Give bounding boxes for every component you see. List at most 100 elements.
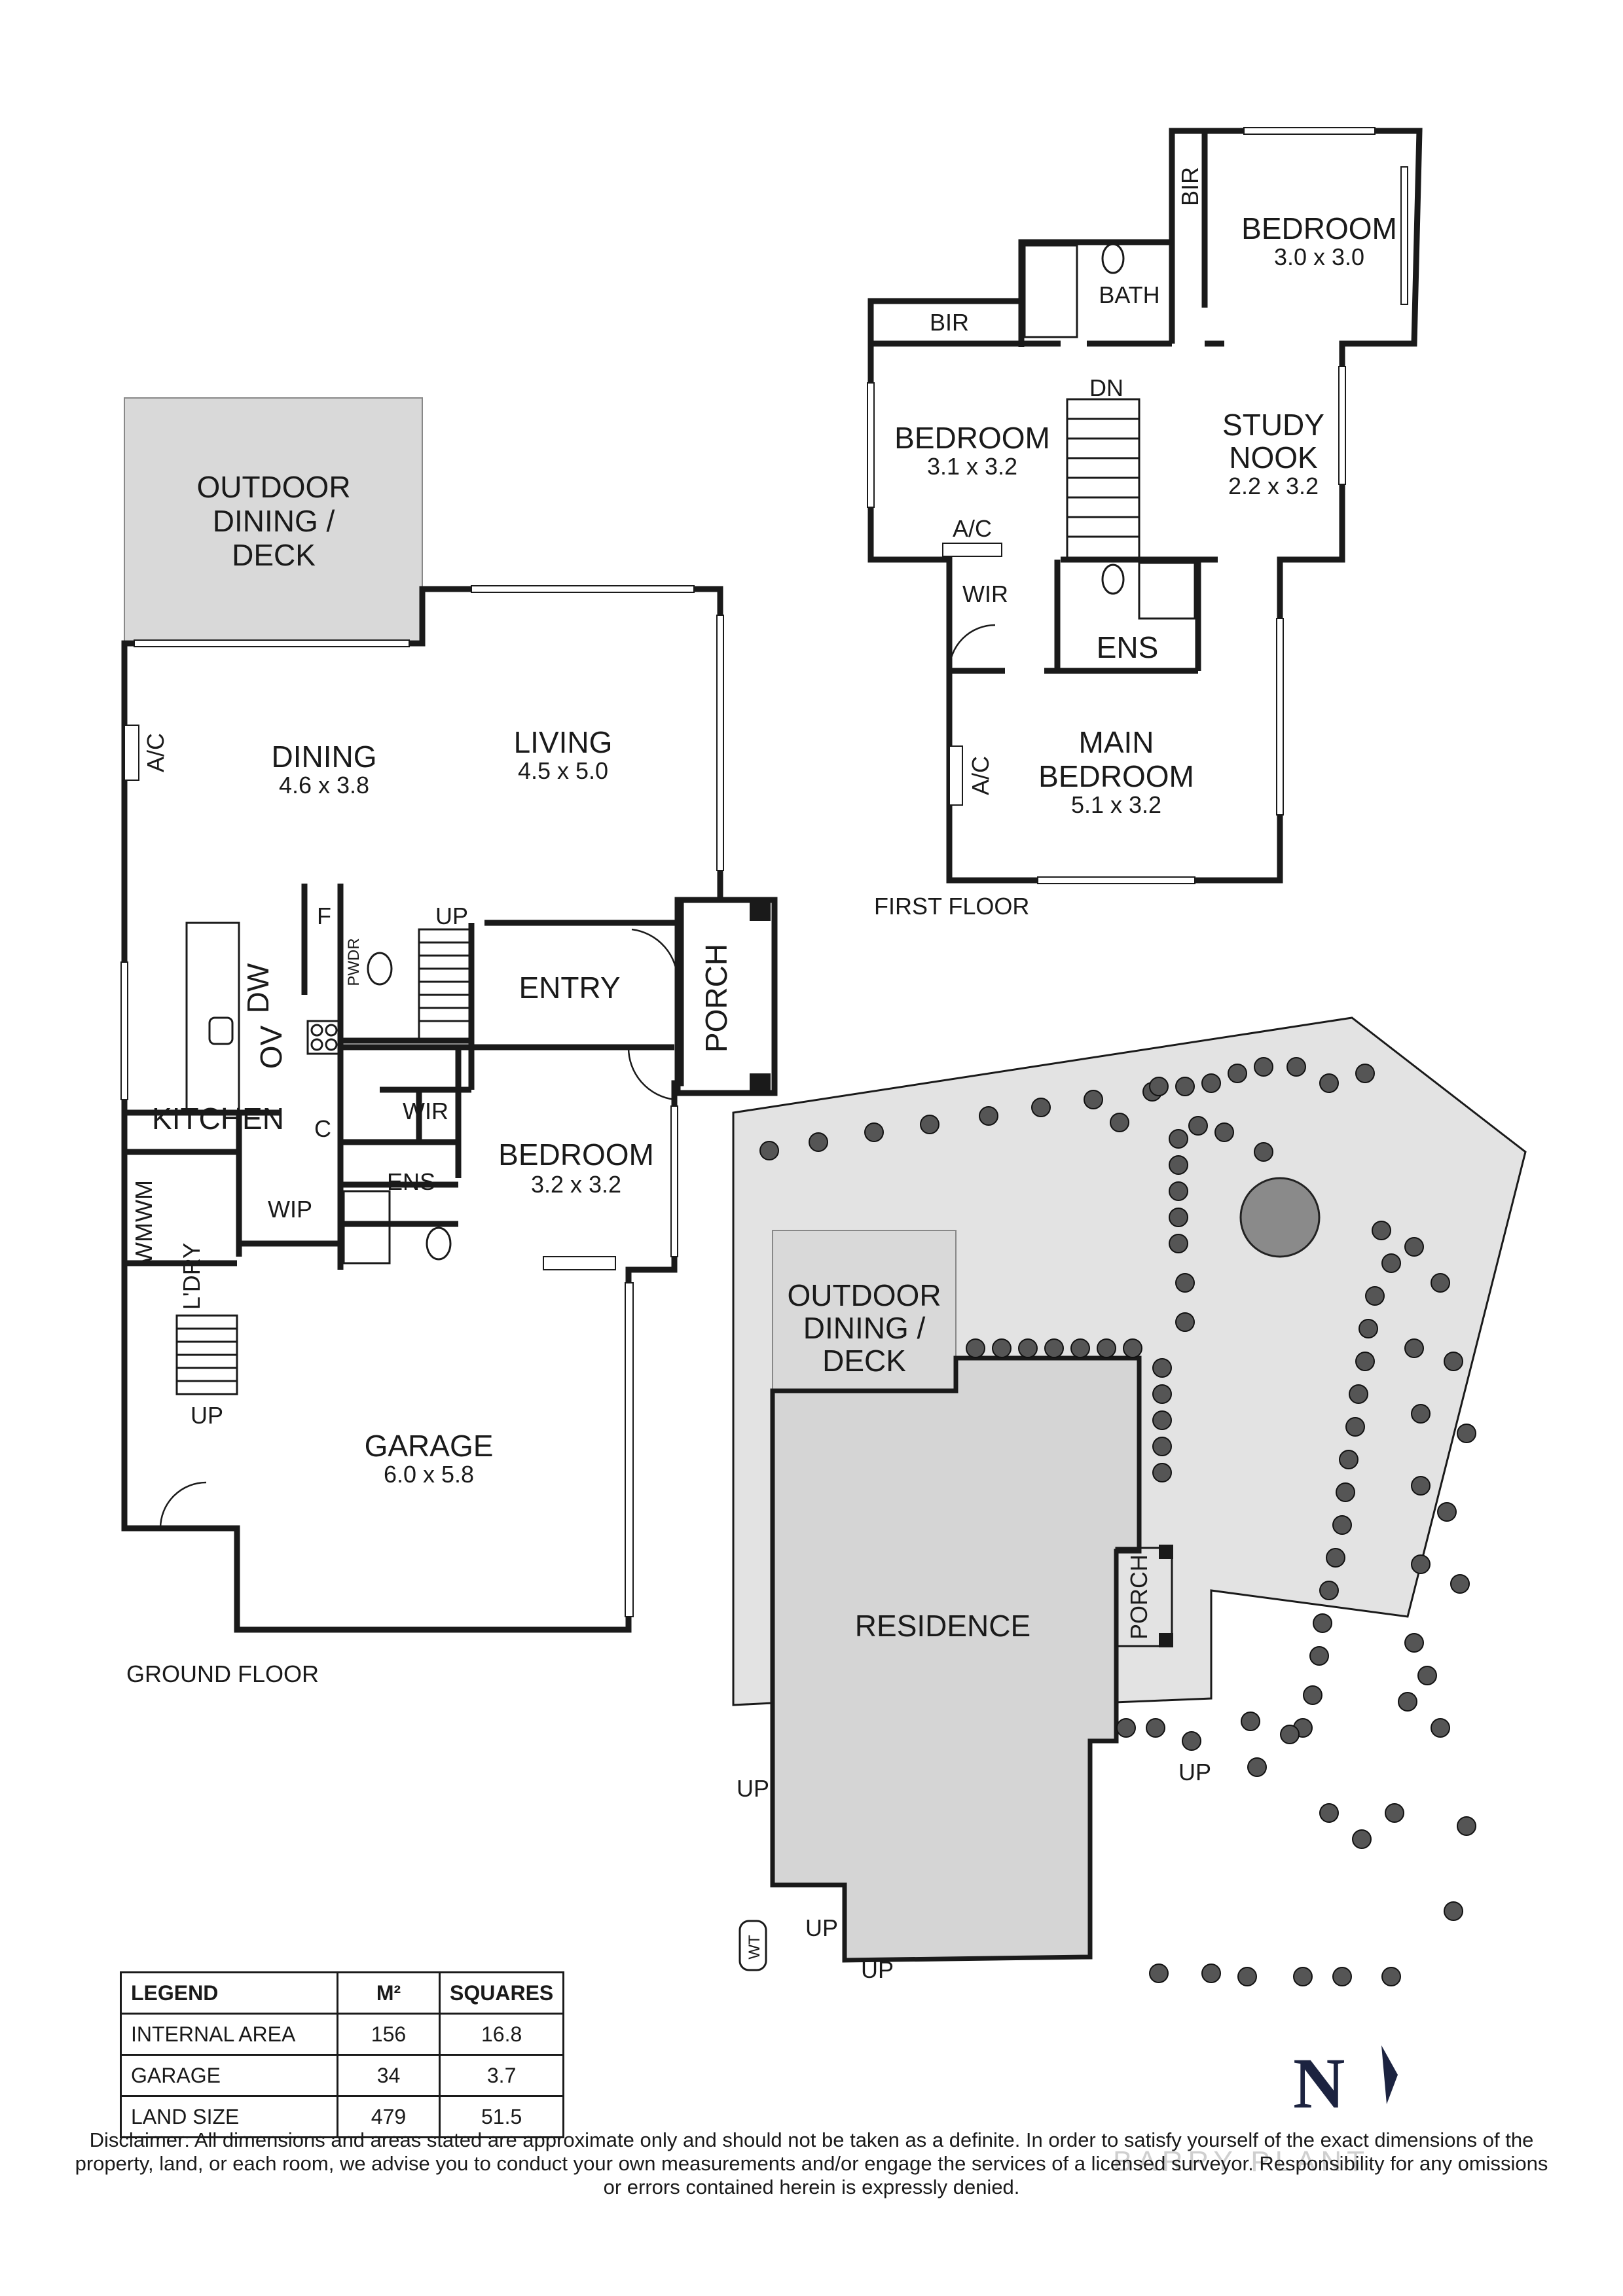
legend-table: LEGEND M² SQUARES INTERNAL AREA 156 16.8…: [120, 1971, 565, 2138]
ground-stairs: [418, 928, 473, 1042]
legend-row: GARAGE 34 3.7: [120, 2054, 565, 2097]
shrub-icon: [1175, 1077, 1195, 1096]
legend-row-m2: 34: [337, 2054, 441, 2097]
cooktop-burner: [310, 1024, 323, 1037]
shrub-icon: [1152, 1463, 1172, 1482]
ff-bir-label: BIR: [930, 309, 969, 336]
ground-ac-unit-left: [124, 725, 139, 781]
shrub-icon: [1398, 1692, 1417, 1712]
ground-shower: [342, 1190, 391, 1265]
garage-size: 6.0 x 5.8: [384, 1461, 474, 1488]
kitchen-label: KITCHEN: [152, 1102, 284, 1136]
site-outdoor-deck: [772, 1230, 957, 1391]
ground-wir-label: WIR: [403, 1098, 448, 1124]
shrub-icon: [1152, 1358, 1172, 1378]
shrub-icon: [1319, 1073, 1339, 1093]
ground-outdoor-deck: [124, 397, 423, 644]
laundry-stairs: [175, 1314, 238, 1395]
ground-floor-labels: OUTDOOR DINING / DECK DINING 4.6 x 3.8 L…: [126, 470, 733, 1687]
ff-study-label-1: STUDY: [1222, 408, 1324, 442]
laundry-label: L'DRY: [178, 1243, 205, 1310]
living-window-right: [716, 615, 724, 871]
watermark: BARRY PLANT: [1113, 2145, 1370, 2178]
first-floor-stairs: [1066, 398, 1140, 561]
ff-bath-toilet: [1101, 243, 1125, 274]
bedroom-door-swing: [627, 1047, 675, 1101]
shrub-icon: [864, 1122, 884, 1142]
wip-label: WIP: [268, 1196, 312, 1223]
shrub-icon: [1372, 1221, 1391, 1240]
shrub-icon: [992, 1338, 1012, 1358]
shrub-icon: [1444, 1901, 1463, 1921]
ground-ac-label: A/C: [142, 733, 169, 772]
site-up-label-right: UP: [1178, 1759, 1211, 1785]
legend-header-squares: SQUARES: [438, 1971, 565, 2015]
shrub-icon: [1411, 1404, 1431, 1424]
kitchen-sink: [208, 1016, 234, 1045]
legend-header-row: LEGEND M² SQUARES: [120, 1971, 565, 2015]
shrub-icon: [979, 1106, 998, 1126]
ff-bedroom-b-size: 3.1 x 3.2: [927, 453, 1017, 480]
living-label: LIVING: [514, 725, 613, 759]
shrub-icon: [1293, 1967, 1313, 1986]
shrub-icon: [1254, 1057, 1273, 1077]
shrub-icon: [1450, 1574, 1470, 1594]
shrub-icon: [1149, 1964, 1169, 1983]
shrub-icon: [1280, 1725, 1300, 1744]
site-plan-labels: OUTDOOR DINING / DECK RESIDENCE PORCH UP…: [737, 1278, 1211, 1983]
ff-study-label-2: NOOK: [1229, 440, 1318, 475]
ground-ens-label: ENS: [387, 1168, 435, 1195]
shrub-icon: [1123, 1338, 1142, 1358]
first-floor-plan: [867, 127, 1423, 884]
shrub-icon: [1349, 1384, 1368, 1404]
water-tank-label: WT: [746, 1935, 763, 1960]
ff-main-bedroom-size: 5.1 x 3.2: [1071, 791, 1161, 818]
ff-main-door-swing: [948, 624, 996, 672]
shrub-icon: [1385, 1803, 1404, 1823]
site-porch-column: [1159, 1633, 1173, 1647]
site-plan: [732, 1016, 1527, 1971]
site-shrubs: [759, 1057, 1476, 1986]
wm-label-1: WM: [130, 1180, 157, 1222]
ground-deck-label-2: DINING /: [213, 504, 335, 538]
shrub-icon: [1457, 1424, 1476, 1443]
ff-main-bedroom-window-right: [1276, 618, 1284, 816]
kitchen-island: [185, 922, 240, 1114]
ff-study-size: 2.2 x 3.2: [1228, 473, 1319, 499]
ground-deck-label-3: DECK: [232, 538, 316, 572]
shrub-icon: [1228, 1064, 1247, 1083]
site-porch: [1115, 1547, 1173, 1647]
shrub-icon: [1188, 1116, 1208, 1136]
ff-bath-label: BATH: [1099, 281, 1159, 308]
legend-row: LAND SIZE 479 51.5: [120, 2095, 565, 2138]
shrub-icon: [1146, 1718, 1165, 1738]
site-residence-footprint: [770, 1355, 1142, 1963]
entry-label: ENTRY: [519, 971, 620, 1005]
legend-row-m2: 156: [337, 2013, 441, 2056]
shrub-icon: [1437, 1502, 1457, 1522]
wm-label-2: WM: [130, 1223, 157, 1265]
bedroom-ac-unit: [543, 1256, 616, 1270]
site-deck-label-3: DECK: [822, 1344, 906, 1378]
site-up-label-bottom-2: UP: [861, 1956, 894, 1983]
cooktop-burner: [325, 1038, 338, 1051]
legend-row: INTERNAL AREA 156 16.8: [120, 2013, 565, 2056]
shrub-icon: [1044, 1338, 1064, 1358]
ff-main-bedroom-window-bottom: [1037, 876, 1195, 884]
cooktop-burner: [325, 1024, 338, 1037]
dishwasher-label: DW: [241, 963, 275, 1013]
shrub-icon: [1254, 1142, 1273, 1162]
ff-bedroom-a-window-top: [1243, 127, 1376, 135]
ground-deck-label-1: OUTDOOR: [196, 470, 350, 504]
shrub-icon: [1175, 1312, 1195, 1332]
shrub-icon: [1411, 1476, 1431, 1496]
legend-row-squares: 51.5: [438, 2095, 565, 2138]
shrub-icon: [1152, 1384, 1172, 1404]
disclaimer-text: Disclaimer: All dimensions and areas sta…: [75, 2128, 1548, 2198]
oven-label: OV: [254, 1025, 288, 1069]
living-window-top: [471, 585, 695, 593]
ff-ac-label-main: A/C: [967, 756, 994, 795]
garage-label: GARAGE: [365, 1429, 494, 1463]
site-up-label-bottom: UP: [805, 1914, 838, 1941]
